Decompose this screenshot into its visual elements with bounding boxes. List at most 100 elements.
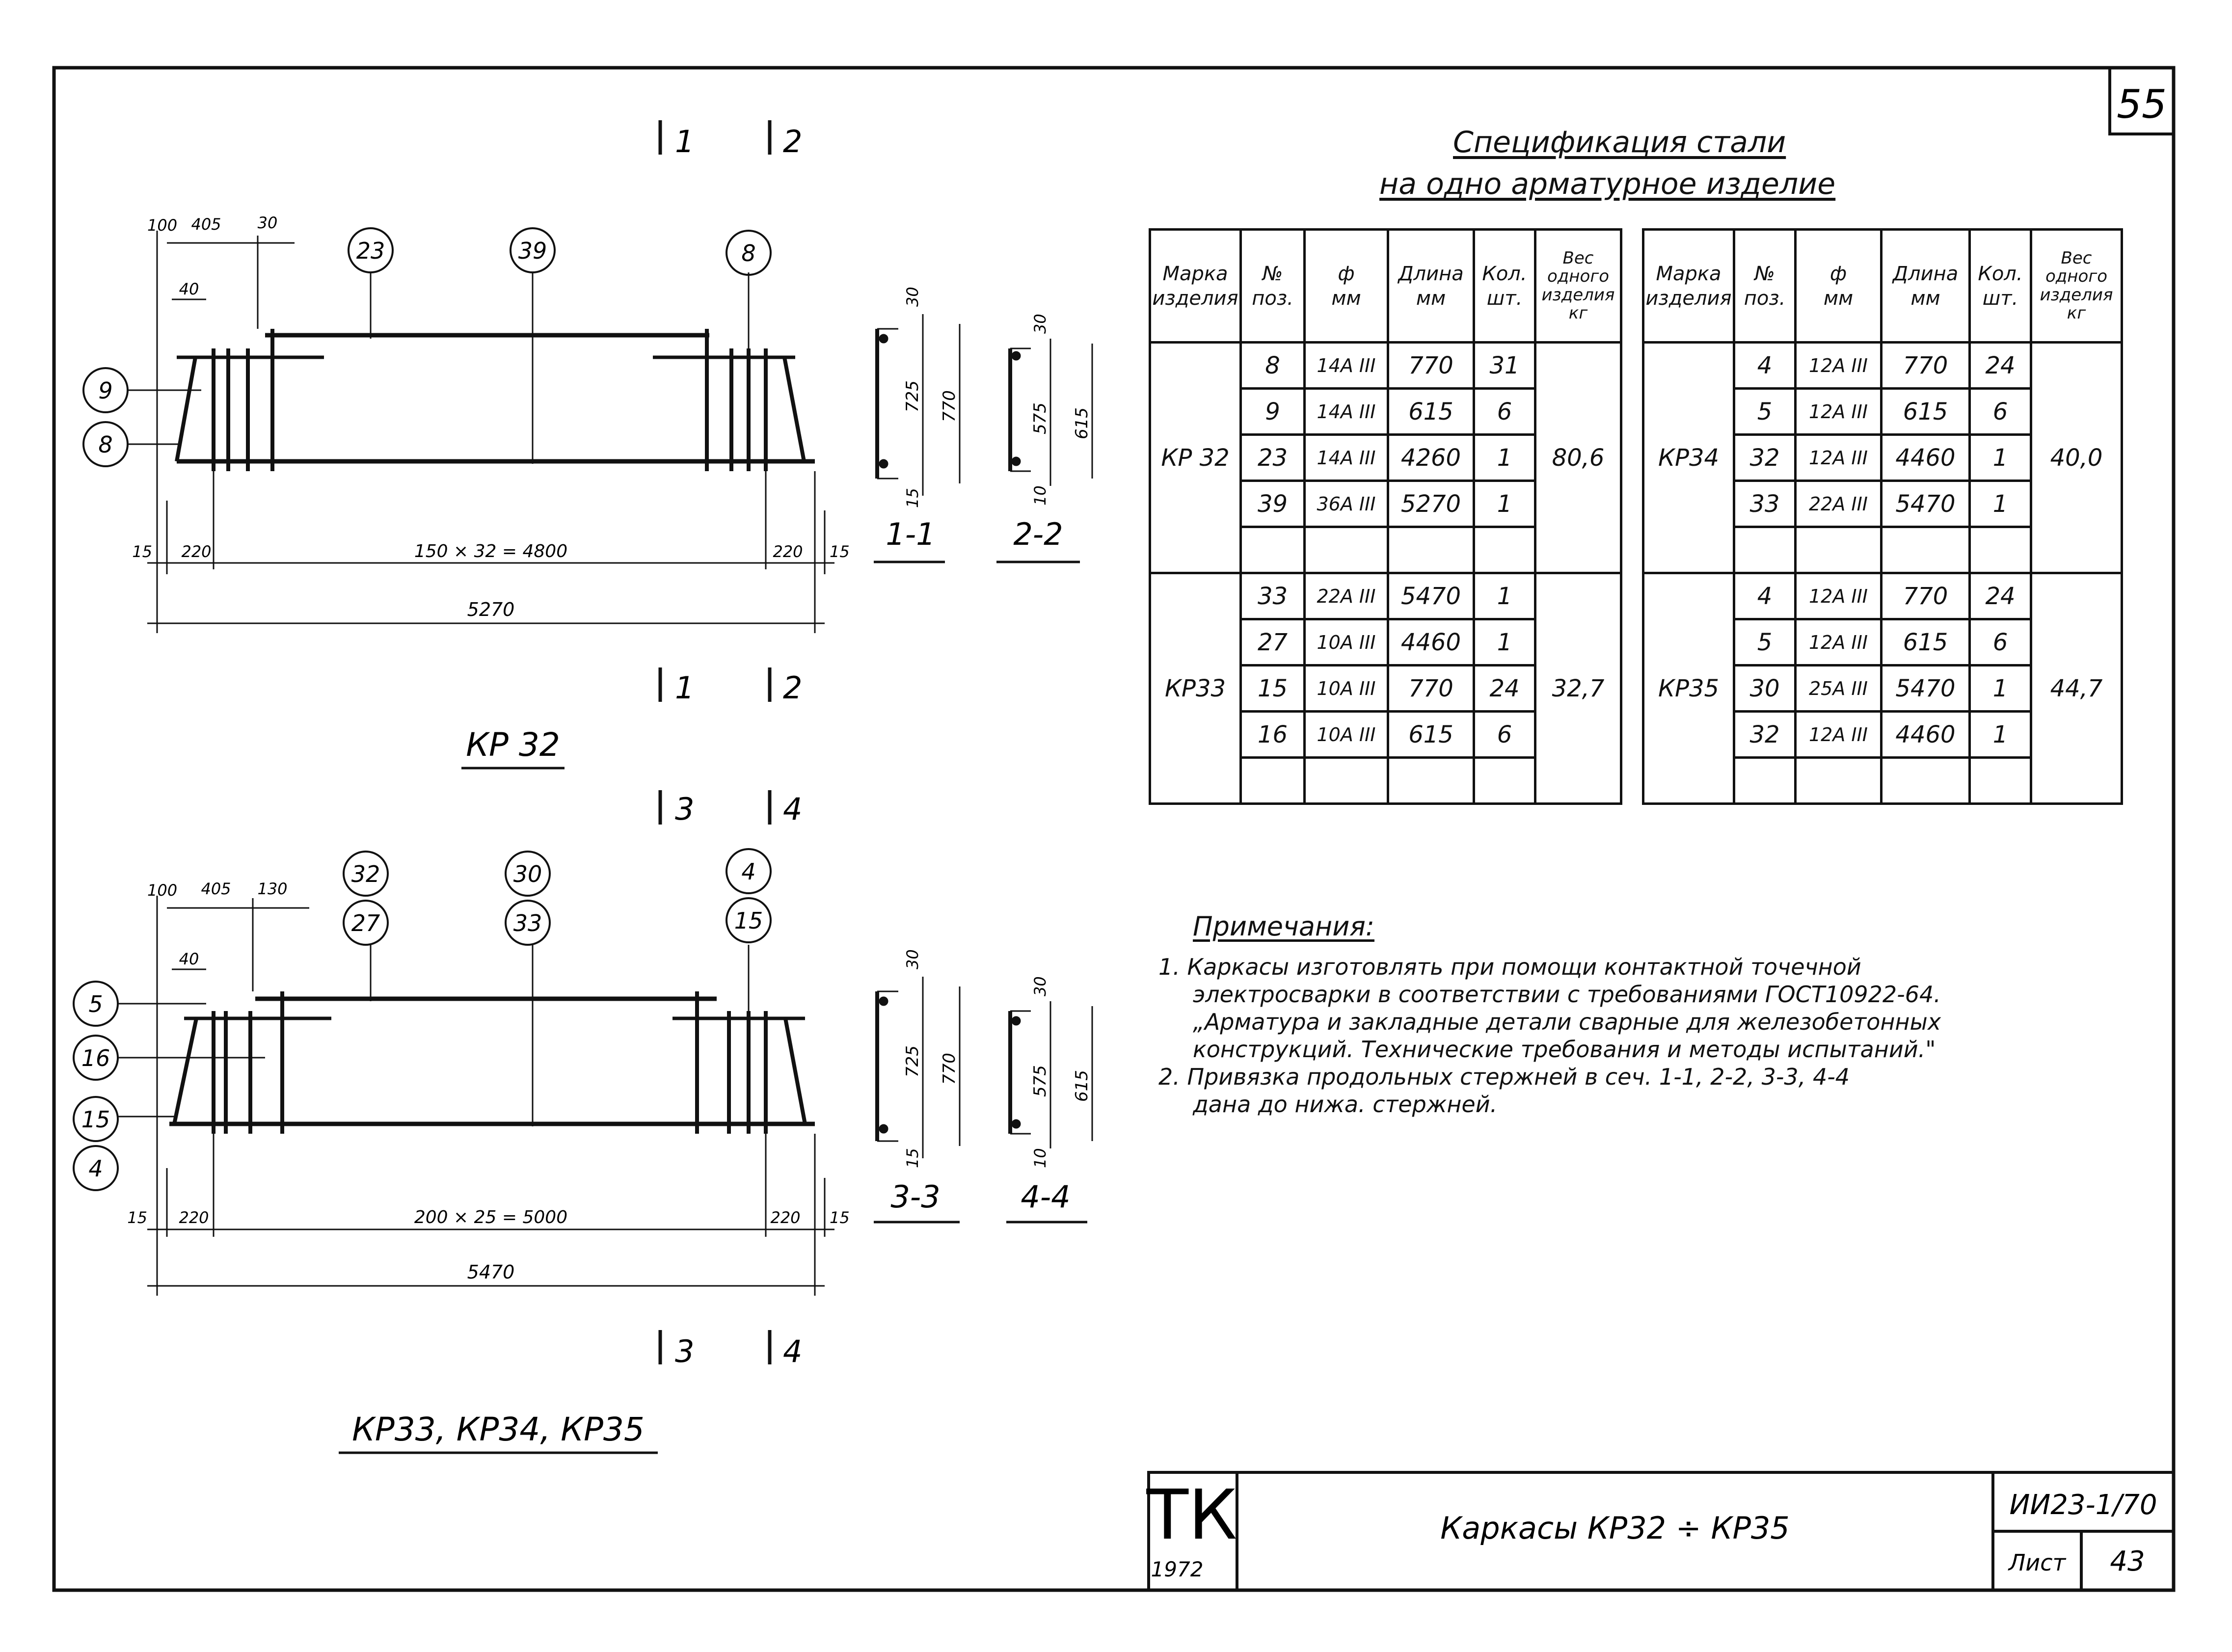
sheet-title: Каркасы КР32 ÷ КР35 xyxy=(1440,1510,1790,1546)
table-row: 33 22A III 5470 1 xyxy=(1643,480,2122,528)
dim-label: 220 xyxy=(773,542,803,561)
section-drawings-top xyxy=(874,314,1093,563)
dim-label: 575 xyxy=(1030,1065,1050,1097)
spec-title-line2: на одно арматурное изделие xyxy=(1379,167,1836,201)
section-mark: 2 xyxy=(783,670,802,706)
title-block xyxy=(1147,1471,2175,1592)
dim-label: 150 × 32 = 4800 xyxy=(414,541,567,561)
dim-label: 30 xyxy=(1031,314,1049,334)
mark-cell: КР35 xyxy=(1642,572,1735,805)
dim-label: 725 xyxy=(903,1045,922,1077)
dia-cell: 14A III xyxy=(1303,341,1389,390)
dia-cell: 14A III xyxy=(1303,433,1389,482)
len-cell: 4260 xyxy=(1387,433,1475,482)
frame-kp33-35 xyxy=(73,790,834,1454)
section-mark: 1 xyxy=(675,670,694,706)
table-row: КР35 4 12A III 770 24 44,7 xyxy=(1642,572,2123,805)
pos-cell: 5 xyxy=(1733,387,1797,436)
dia-cell: 36A III xyxy=(1303,480,1389,528)
pos-cell: 30 xyxy=(1733,664,1797,713)
qty-cell: 6 xyxy=(1473,387,1536,436)
callout-label: 8 xyxy=(98,431,112,458)
len-cell: 770 xyxy=(1880,572,1971,620)
dia-cell xyxy=(1303,526,1389,574)
pos-cell xyxy=(1239,756,1306,805)
dim-label: 30 xyxy=(903,949,922,969)
table-row xyxy=(1643,526,2122,574)
table-row xyxy=(1643,756,2122,805)
pos-cell: 39 xyxy=(1239,480,1306,528)
table-row: 5 12A III 615 6 xyxy=(1643,387,2122,436)
len-cell: 4460 xyxy=(1880,433,1971,482)
dim-label: 15 xyxy=(132,542,152,561)
callout-label: 5 xyxy=(88,991,103,1017)
dia-cell: 12A III xyxy=(1794,618,1882,666)
dia-cell: 12A III xyxy=(1794,572,1882,620)
note-line: 1. Каркасы изготовлять при помощи контак… xyxy=(1158,954,1861,980)
dim-label: 15 xyxy=(127,1208,147,1227)
callout-label: 4 xyxy=(88,1155,103,1182)
callout-label: 8 xyxy=(741,240,755,266)
dim-label: 130 xyxy=(257,879,287,898)
qty-cell xyxy=(1968,756,2032,805)
page-number-box xyxy=(2108,66,2175,135)
section-mark: 4 xyxy=(783,791,802,827)
dim-label: 220 xyxy=(181,542,211,561)
len-cell xyxy=(1880,526,1971,574)
qty-cell xyxy=(1968,526,2032,574)
note-line: „Арматура и закладные детали сварные для… xyxy=(1193,1009,1941,1035)
dim-label: 100 xyxy=(147,881,177,900)
dim-label: 5270 xyxy=(467,599,515,620)
dim-label: 15 xyxy=(903,1148,922,1168)
dim-label: 770 xyxy=(940,1053,959,1085)
dim-label: 40 xyxy=(179,280,199,298)
dim-label: 5470 xyxy=(467,1261,515,1283)
len-cell: 615 xyxy=(1387,387,1475,436)
pos-cell xyxy=(1733,756,1797,805)
pos-cell: 15 xyxy=(1239,664,1306,713)
callout-label: 4 xyxy=(741,858,755,885)
section-label: 3-3 xyxy=(890,1179,940,1215)
len-cell: 5470 xyxy=(1880,664,1971,713)
section-mark: 2 xyxy=(783,124,802,160)
section-label: 4-4 xyxy=(1021,1179,1070,1215)
callout-label: 23 xyxy=(356,238,385,264)
pos-cell: 8 xyxy=(1239,341,1306,390)
callout-label: 30 xyxy=(513,861,542,887)
dim-label: 15 xyxy=(830,542,850,561)
weight-cell: 80,6 xyxy=(1534,341,1622,574)
table-row: 39 36A III 5270 1 xyxy=(1150,480,1621,528)
len-cell: 615 xyxy=(1880,618,1971,666)
dim-label: 575 xyxy=(1030,402,1050,434)
table-row: 32 12A III 4460 1 xyxy=(1643,710,2122,759)
callout-label: 27 xyxy=(351,910,380,936)
len-cell: 770 xyxy=(1387,341,1475,390)
drawing-title: КР 32 xyxy=(466,726,560,764)
dim-label: 725 xyxy=(903,380,922,412)
table-row: 23 14A III 4260 1 xyxy=(1150,433,1621,482)
len-cell: 4460 xyxy=(1387,618,1475,666)
callout-label: 33 xyxy=(513,910,542,936)
table-row xyxy=(1150,526,1621,574)
dia-cell: 12A III xyxy=(1794,341,1882,390)
callout-label: 15 xyxy=(81,1106,110,1133)
note-line: электросварки в соответствии с требовани… xyxy=(1193,981,1941,1008)
pos-cell: 27 xyxy=(1239,618,1306,666)
qty-cell: 24 xyxy=(1968,341,2032,390)
list-label: Лист xyxy=(2008,1549,2067,1576)
callout-label: 15 xyxy=(734,907,763,934)
page-number: 55 xyxy=(2117,81,2167,127)
pos-cell: 9 xyxy=(1239,387,1306,436)
dim-label: 220 xyxy=(770,1208,800,1227)
dia-cell: 25A III xyxy=(1794,664,1882,713)
dia-cell: 22A III xyxy=(1794,480,1882,528)
col-header-qty: Кол.шт. xyxy=(1473,228,1536,344)
dia-cell xyxy=(1303,756,1389,805)
